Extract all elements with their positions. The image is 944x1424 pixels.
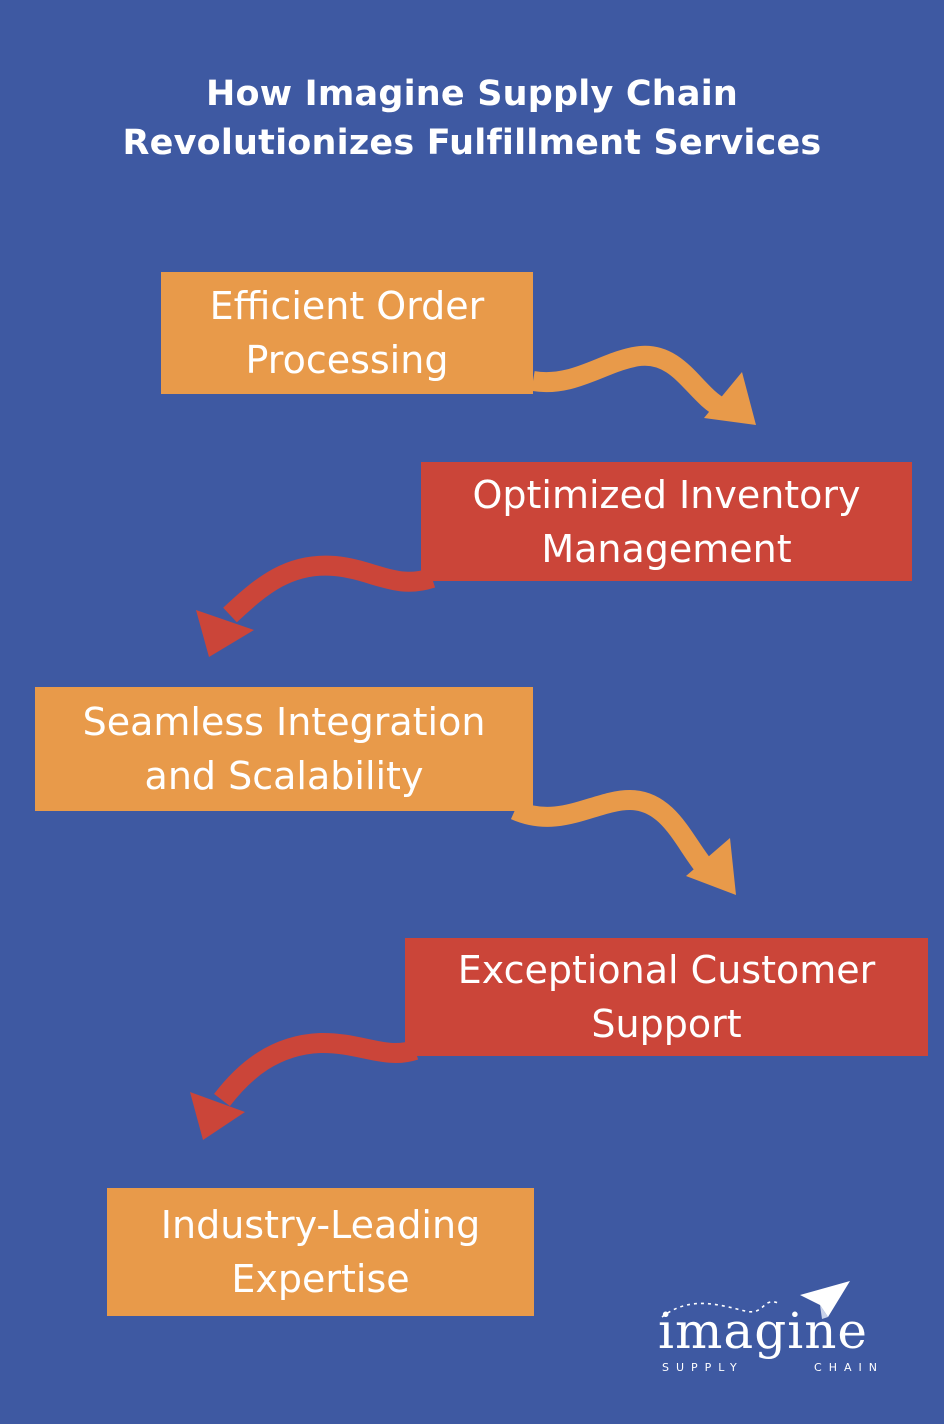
logo-tagline-left: SUPPLY: [662, 1361, 744, 1374]
step-3-line-1: Seamless Integration: [82, 700, 486, 744]
step-4-line-2: Support: [591, 1002, 742, 1046]
arrow-2-icon: [196, 555, 436, 657]
title-line-2: Revolutionizes Fulfillment Services: [122, 123, 822, 163]
step-2-line-1: Optimized Inventory: [472, 472, 861, 517]
arrow-4-icon: [190, 1032, 419, 1140]
logo-wordmark: imagine: [658, 1302, 869, 1360]
step-optimized-inventory-management: Optimized Inventory Management: [421, 462, 912, 581]
step-4-line-1: Exceptional Customer: [457, 948, 876, 992]
step-5-line-1: Industry-Leading: [160, 1203, 481, 1247]
step-efficient-order-processing: Efficient Order Processing: [161, 272, 533, 394]
step-1-line-1: Efficient Order: [209, 284, 485, 328]
step-1-line-2: Processing: [245, 338, 449, 382]
logo-tagline: SUPPLY CHAIN: [662, 1361, 884, 1374]
step-exceptional-customer-support: Exceptional Customer Support: [405, 938, 928, 1056]
step-3-line-2: and Scalability: [144, 754, 424, 798]
logo-tagline-right: CHAIN: [814, 1361, 884, 1374]
paper-plane-icon: [661, 1281, 850, 1319]
imagine-supply-chain-logo: imagine SUPPLY CHAIN: [650, 1275, 900, 1385]
step-industry-leading-expertise: Industry-Leading Expertise: [107, 1188, 534, 1316]
page-title: How Imagine Supply Chain Revolutionizes …: [0, 70, 944, 168]
arrow-1-icon: [531, 345, 756, 425]
title-line-1: How Imagine Supply Chain: [205, 74, 739, 114]
step-5-line-2: Expertise: [231, 1257, 410, 1301]
arrow-3-icon: [510, 789, 736, 895]
step-2-line-2: Management: [541, 526, 792, 571]
step-seamless-integration-scalability: Seamless Integration and Scalability: [35, 687, 533, 811]
